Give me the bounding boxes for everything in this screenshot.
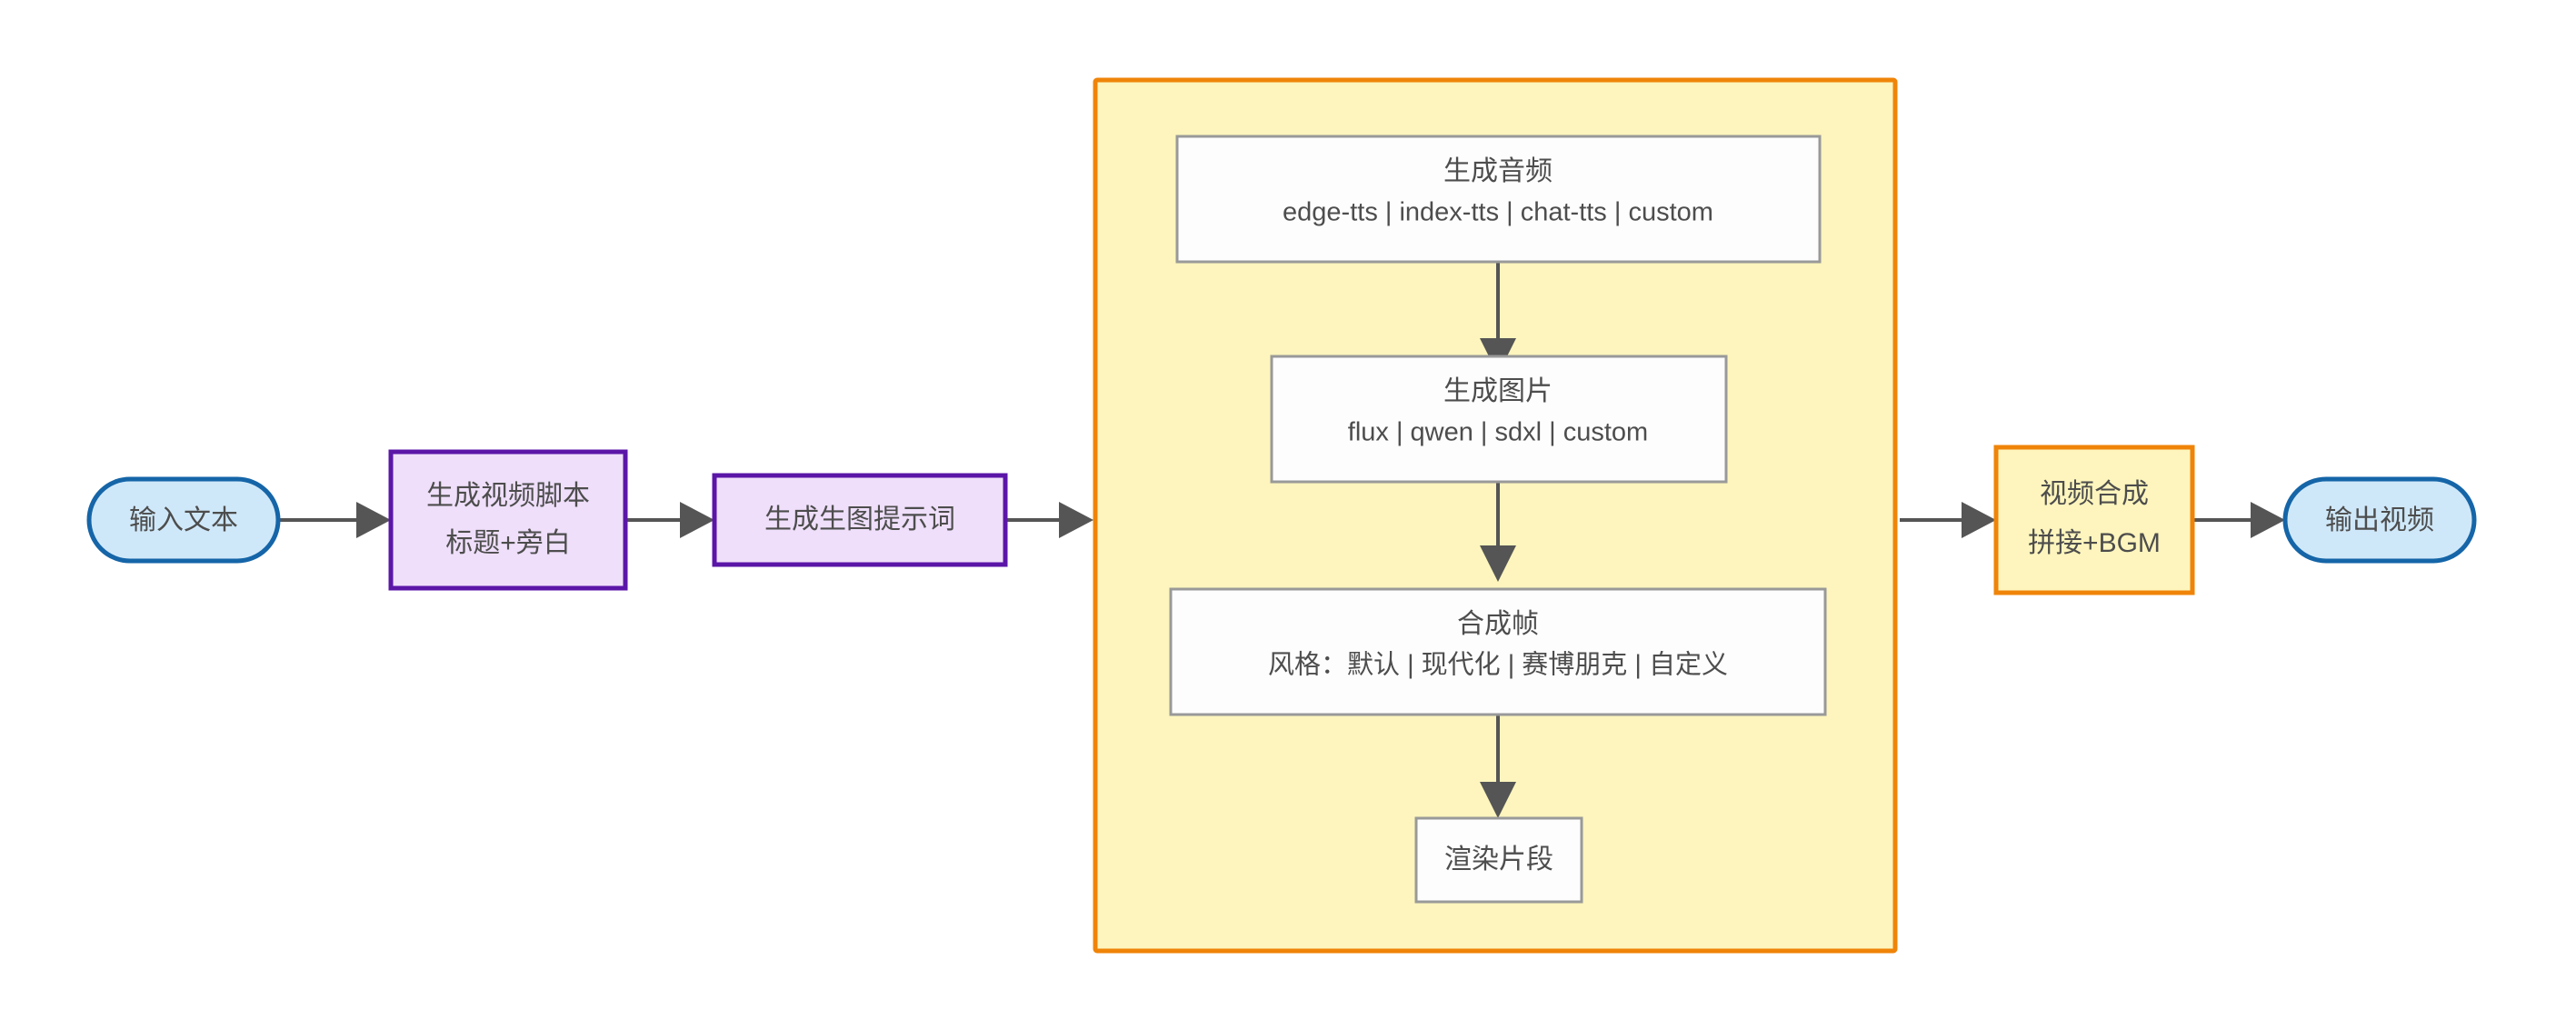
node-generate-audio-shape [1175,135,1822,264]
node-compose-frame-shape [1169,587,1827,716]
node-video-merge-line1: 视频合成 [2040,479,2149,509]
node-input-text-shape [86,476,281,564]
node-video-merge-shape [1993,445,2195,595]
node-generate-audio-line1: 生成音频 [1443,156,1553,186]
node-output-video[interactable]: 输出视频 [2282,476,2477,564]
node-generate-image[interactable]: 生成图片 flux | qwen | sdxl | custom [1270,355,1728,484]
node-video-merge[interactable]: 视频合成 拼接+BGM [1993,445,2195,595]
node-input-text[interactable]: 输入文本 [86,476,281,564]
edge-merge-to-output [2192,502,2285,538]
node-generate-audio-line2: edge-tts | index-tts | chat-tts | custom [1283,198,1713,227]
node-generate-prompt-shape [712,473,1008,567]
node-render-clip[interactable]: 渲染片段 [1414,816,1583,904]
node-generate-script[interactable]: 生成视频脚本 标题+旁白 [388,449,628,591]
node-generate-image-line2: flux | qwen | sdxl | custom [1348,418,1648,447]
subgraph-per-clip-pipeline [1093,77,1898,954]
node-generate-script-line2: 标题+旁白 [445,528,571,558]
node-render-clip-shape [1414,816,1583,904]
node-generate-prompt[interactable]: 生成生图提示词 [712,473,1008,567]
node-video-merge-line2: 拼接+BGM [2028,528,2161,558]
node-generate-image-line1: 生成图片 [1443,376,1553,406]
node-compose-frame[interactable]: 合成帧 风格：默认 | 现代化 | 赛博朋克 | 自定义 [1169,587,1827,716]
node-compose-frame-line1: 合成帧 [1457,609,1539,639]
node-render-clip-label: 渲染片段 [1444,845,1553,875]
edge-pipeline-to-merge [1900,502,1996,538]
node-input-text-label: 输入文本 [129,505,238,535]
node-compose-frame-line2: 风格：默认 | 现代化 | 赛博朋克 | 自定义 [1268,650,1728,680]
edge-frame-to-render [1480,715,1516,818]
node-generate-script-line1: 生成视频脚本 [426,481,590,511]
edge-input-to-script [277,502,391,538]
node-output-video-label: 输出视频 [2325,505,2434,535]
edge-script-to-prompt [625,502,714,538]
node-generate-image-shape [1270,355,1728,484]
node-generate-audio[interactable]: 生成音频 edge-tts | index-tts | chat-tts | c… [1175,135,1822,264]
node-generate-prompt-label: 生成生图提示词 [764,505,955,535]
node-generate-script-shape [388,449,628,591]
edge-prompt-to-pipeline [1004,502,1093,538]
node-output-video-shape [2282,476,2477,564]
edge-image-to-frame [1480,482,1516,582]
